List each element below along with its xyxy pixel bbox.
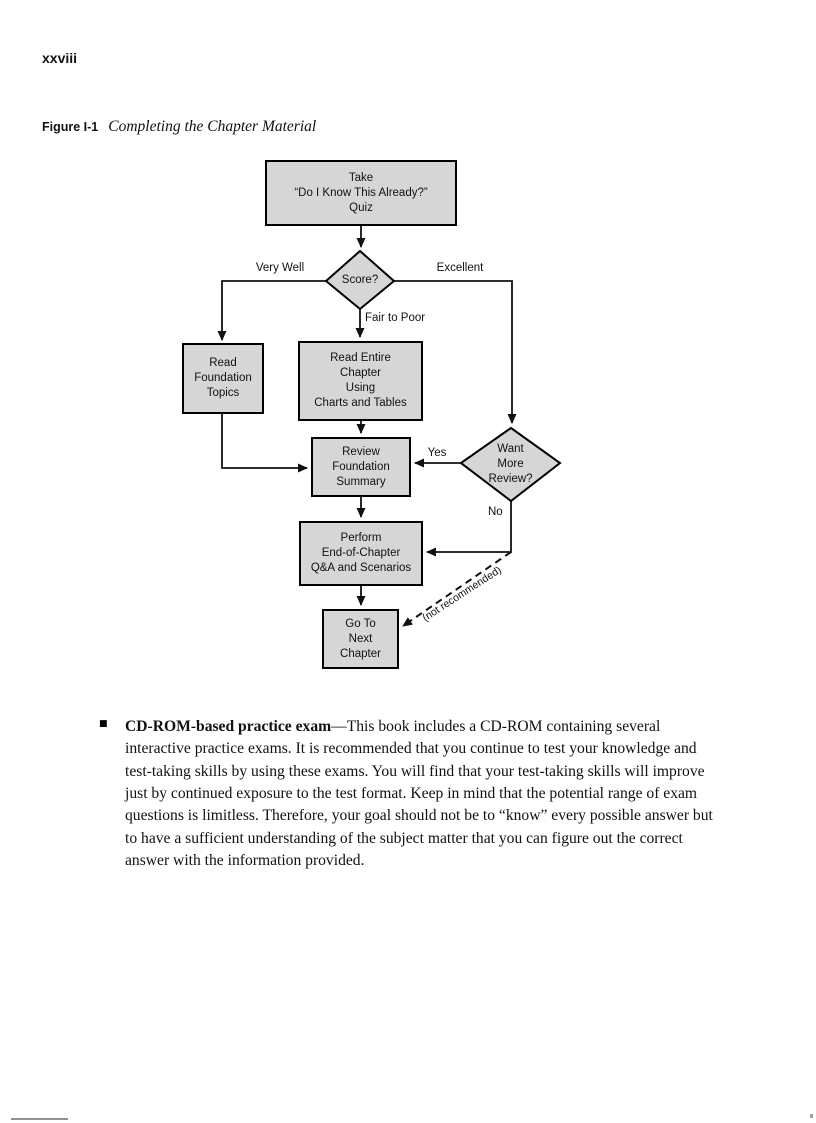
bullet-paragraph-text: CD-ROM-based practice exam—This book inc… xyxy=(125,716,738,872)
node-perform-qa-label: Perform End-of-Chapter Q&A and Scenarios xyxy=(310,532,412,574)
node-take-quiz-box xyxy=(265,160,457,226)
node-take-quiz-label: Take “Do I Know This Already?” Quiz xyxy=(294,171,428,214)
flowchart: Take “Do I Know This Already?” Quiz Scor… xyxy=(0,155,816,695)
bullet-paragraph: ■ CD-ROM-based practice exam—This book i… xyxy=(98,716,738,872)
edge-label-fair-to-poor: Fair to Poor xyxy=(365,312,426,324)
node-review-summary-label: Review Foundation Summary xyxy=(332,445,390,488)
arrow-score-excellent xyxy=(394,280,517,424)
page-number: xxviii xyxy=(42,50,78,66)
decision-want-review-label: Want More Review? xyxy=(488,443,533,485)
paragraph-line: CD-ROM-based practice exam—This book inc… xyxy=(125,716,738,738)
print-mark-bottom-right xyxy=(810,1114,813,1118)
figure-caption: Figure I-1 Completing the Chapter Materia… xyxy=(42,118,316,136)
paragraph-line: test-taking skills by using these exams.… xyxy=(125,762,705,780)
node-perform-qa-box xyxy=(299,521,423,586)
paragraph-line: to have a sufficient understanding of th… xyxy=(125,829,683,847)
node-read-entire-label: Read Entire Chapter Using Charts and Tab… xyxy=(314,352,407,409)
arrow-not-recommended-dashed xyxy=(402,551,512,627)
decision-want-review-diamond xyxy=(459,426,562,503)
decision-score-diamond xyxy=(324,249,396,311)
arrow-foundation-to-review xyxy=(221,413,308,473)
paragraph-line: just by continued exposure to the test f… xyxy=(125,785,698,803)
node-read-foundation-box xyxy=(182,343,264,414)
paragraph-bold-lead: CD-ROM-based practice exam xyxy=(125,718,332,735)
node-read-foundation-label: Read Foundation Topics xyxy=(194,357,252,399)
edge-label-yes: Yes xyxy=(427,447,447,459)
bullet-marker: ■ xyxy=(99,719,108,729)
arrow-score-verywell xyxy=(217,280,326,341)
node-go-next-box xyxy=(322,609,399,669)
figure-title: Completing the Chapter Material xyxy=(108,118,317,135)
edge-label-excellent: Excellent xyxy=(436,262,484,274)
decision-score-label: Score? xyxy=(341,273,379,286)
node-go-next-label: Go To Next Chapter xyxy=(340,617,381,660)
flowchart-graphics xyxy=(182,160,562,669)
edge-label-no: No xyxy=(488,506,503,518)
figure-label: Figure I-1 xyxy=(42,120,99,134)
paragraph-line: interactive practice exams. It is recomm… xyxy=(125,740,697,758)
paragraph-line: answer with the information provided. xyxy=(125,852,365,870)
print-mark-bottom-left xyxy=(11,1118,68,1120)
node-read-entire-box xyxy=(298,341,423,421)
node-review-summary-box xyxy=(311,437,411,497)
edge-label-very-well: Very Well xyxy=(255,262,305,274)
paragraph-line: questions is limitless. Therefore, your … xyxy=(125,807,713,825)
paragraph-line-rest: —This book includes a CD-ROM containing … xyxy=(331,718,661,735)
